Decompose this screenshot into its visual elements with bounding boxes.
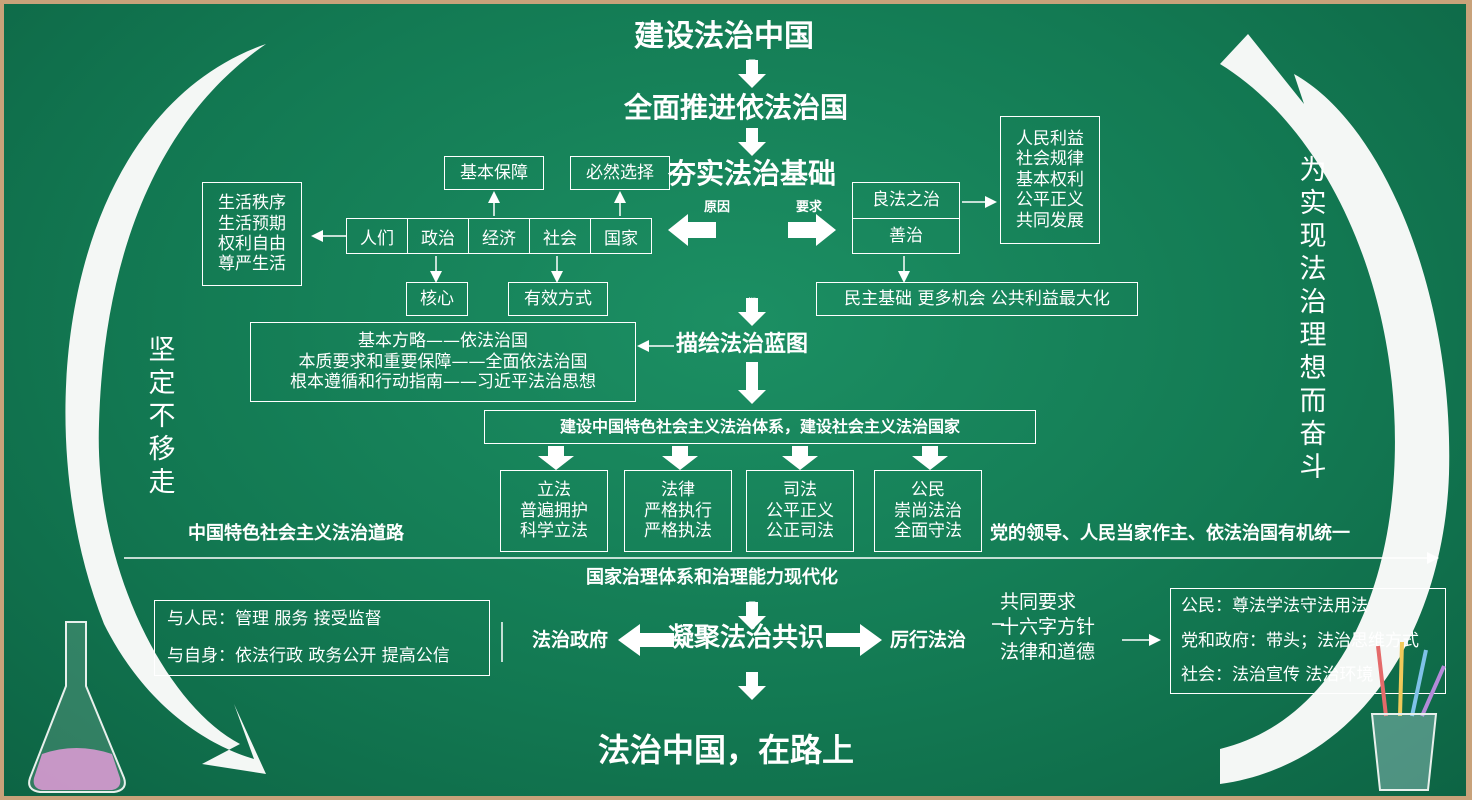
vertical-char: 定 <box>148 368 176 399</box>
vertical-char: 而 <box>1299 386 1327 417</box>
subject-cell: 国家 <box>604 228 638 249</box>
common-item: 法律和道德 <box>1000 641 1096 663</box>
vertical-char: 治 <box>1299 287 1327 318</box>
vertical-char: 实 <box>1299 188 1327 219</box>
inevitable-choice-box: 必然选择 <box>570 156 670 190</box>
goal-box: 建设中国特色社会主义法治体系，建设社会主义法治国家 <box>484 410 1036 444</box>
vertical-char: 理 <box>1299 320 1327 351</box>
reason-label: 原因 <box>704 200 731 215</box>
values-box: 人民利益 社会规律 基本权利 公平正义 共同发展 <box>1000 116 1100 244</box>
pillar-head: 公民 <box>911 480 945 501</box>
pillar-line: 公平正义 <box>766 500 834 521</box>
good-law-box: 良法之治 善治 <box>852 182 960 254</box>
modernization-label: 国家治理体系和治理能力现代化 <box>586 567 838 588</box>
pillar-line: 普遍拥护 <box>520 500 588 521</box>
value-item: 社会规律 <box>1016 149 1084 170</box>
right-vertical-text: 为实现法治理想而奋斗 <box>1298 154 1328 484</box>
basic-guarantee-box: 基本保障 <box>444 156 544 190</box>
left-vertical-text: 坚定不移走 <box>147 334 177 499</box>
pencil-cup-icon <box>1370 641 1446 791</box>
vertical-char: 移 <box>148 434 176 465</box>
pillar-line: 严格执行 <box>644 500 712 521</box>
pillar-head: 立法 <box>537 480 571 501</box>
gov-label: 法治政府 <box>532 629 609 651</box>
pillar-citizen: 公民 崇尚法治 全面守法 <box>874 470 982 552</box>
effective-way-box: 有效方式 <box>508 282 608 316</box>
blueprint-line: 本质要求和重要保障——全面依法治国 <box>298 351 588 372</box>
vertical-char: 斗 <box>1299 452 1327 483</box>
vertical-char: 不 <box>148 401 176 432</box>
vertical-char: 坚 <box>148 335 176 366</box>
pillar-legislation: 立法 普遍拥护 科学立法 <box>500 470 608 552</box>
common-item: 十六字方针 <box>1000 616 1096 638</box>
connector-need-2: 需要 <box>747 602 757 622</box>
pillar-line: 崇尚法治 <box>894 500 962 521</box>
pillar-head: 司法 <box>783 480 817 501</box>
diagram-arrows <box>65 34 1450 784</box>
value-item: 人民利益 <box>1016 129 1084 150</box>
vertical-char: 想 <box>1299 353 1327 384</box>
life-box: 生活秩序 生活预期 权利自由 尊严生活 <box>202 182 302 286</box>
left-arc <box>65 44 266 774</box>
value-item: 公平正义 <box>1016 190 1084 211</box>
pillar-line: 严格执法 <box>644 521 712 542</box>
pillar-line: 科学立法 <box>520 521 588 542</box>
subject-cell: 政治 <box>408 219 469 253</box>
gov-line: 与自身：依法行政 政务公开 提高公信 <box>167 646 450 667</box>
road-label: 中国特色社会主义法治道路 <box>188 523 404 544</box>
subject-cell: 社会 <box>530 219 591 253</box>
life-item: 尊严生活 <box>218 254 286 275</box>
common-item: 共同要求 <box>1000 591 1077 613</box>
blueprint-line: 根本遵循和行动指南——习近平法治思想 <box>290 372 596 393</box>
connector-goal: 总目标 <box>747 364 757 399</box>
connector-continue: 继续 <box>747 298 757 318</box>
good-law-label: 良法之治 <box>853 183 959 219</box>
subject-cell: 人们 <box>347 219 408 253</box>
step-blueprint: 描绘法治蓝图 <box>676 332 809 357</box>
pillar-line: 全面守法 <box>894 521 962 542</box>
connector-need: 需要 <box>747 60 757 80</box>
vertical-char: 为 <box>1299 155 1327 186</box>
vertical-char: 现 <box>1299 221 1327 252</box>
citizen-box: 公民：尊法学法守法用法 党和政府：带头；法治思维方式 社会：法治宣传 法治环境 <box>1170 588 1446 694</box>
life-item: 生活秩序 <box>218 193 286 214</box>
value-item: 基本权利 <box>1016 169 1084 190</box>
citizen-line: 社会：法治宣传 法治环境 <box>1181 665 1374 686</box>
life-item: 权利自由 <box>218 234 286 254</box>
main-title: 建设法治中国 <box>634 19 814 54</box>
pillar-judiciary: 司法 公平正义 公正司法 <box>746 470 854 552</box>
blueprint-line: 基本方略——依法治国 <box>358 331 528 352</box>
connector-total: 总之 <box>747 674 757 694</box>
final-slogan: 法治中国，在路上 <box>598 731 855 769</box>
party-label: 党的领导、人民当家作主、依法治国有机统一 <box>990 523 1350 544</box>
blueprint-box: 基本方略——依法治国 本质要求和重要保障——全面依法治国 根本遵循和行动指南——… <box>250 322 636 402</box>
democracy-box: 民主基础 更多机会 公共利益最大化 <box>816 282 1138 316</box>
vertical-char: 走 <box>148 467 176 498</box>
common-requirement-list: 共同要求 十六字方针 法律和道德 <box>1000 590 1095 665</box>
government-box: 与人民：管理 服务 接受监督 与自身：依法行政 政务公开 提高公信 <box>154 600 490 676</box>
citizen-line: 党和政府：带头；法治思维方式 <box>1181 630 1419 651</box>
vertical-char: 奋 <box>1299 419 1327 450</box>
gov-line: 与人民：管理 服务 接受监督 <box>167 609 382 630</box>
pillar-law: 法律 严格执行 严格执法 <box>624 470 732 552</box>
value-item: 共同发展 <box>1016 210 1084 231</box>
citizen-line: 公民：尊法学法守法用法 <box>1181 596 1368 617</box>
step-foundation: 夯实法治基础 <box>668 157 837 190</box>
good-governance-label: 善治 <box>889 225 923 246</box>
chalkboard: 建设法治中国 需要 全面推进依法治国 首先 夯实法治基础 原因 要求 基本保障 … <box>4 4 1466 796</box>
pillar-head: 法律 <box>661 480 695 501</box>
right-arc <box>1220 34 1450 784</box>
core-box: 核心 <box>406 282 468 316</box>
subject-cell: 经济 <box>469 219 530 253</box>
connector-first: 首先 <box>747 130 757 150</box>
step-full-rule-of-law: 全面推进依法治国 <box>624 91 849 124</box>
practice-label: 厉行法治 <box>890 629 967 651</box>
vertical-char: 法 <box>1299 254 1327 285</box>
flask-icon <box>28 621 126 793</box>
require-label: 要求 <box>796 200 823 215</box>
subjects-row: 人们 政治 经济 社会 国家 <box>346 218 652 254</box>
life-item: 生活预期 <box>218 213 286 234</box>
consensus-label: 凝聚法治共识 <box>668 623 825 653</box>
pillar-line: 公正司法 <box>766 521 834 542</box>
